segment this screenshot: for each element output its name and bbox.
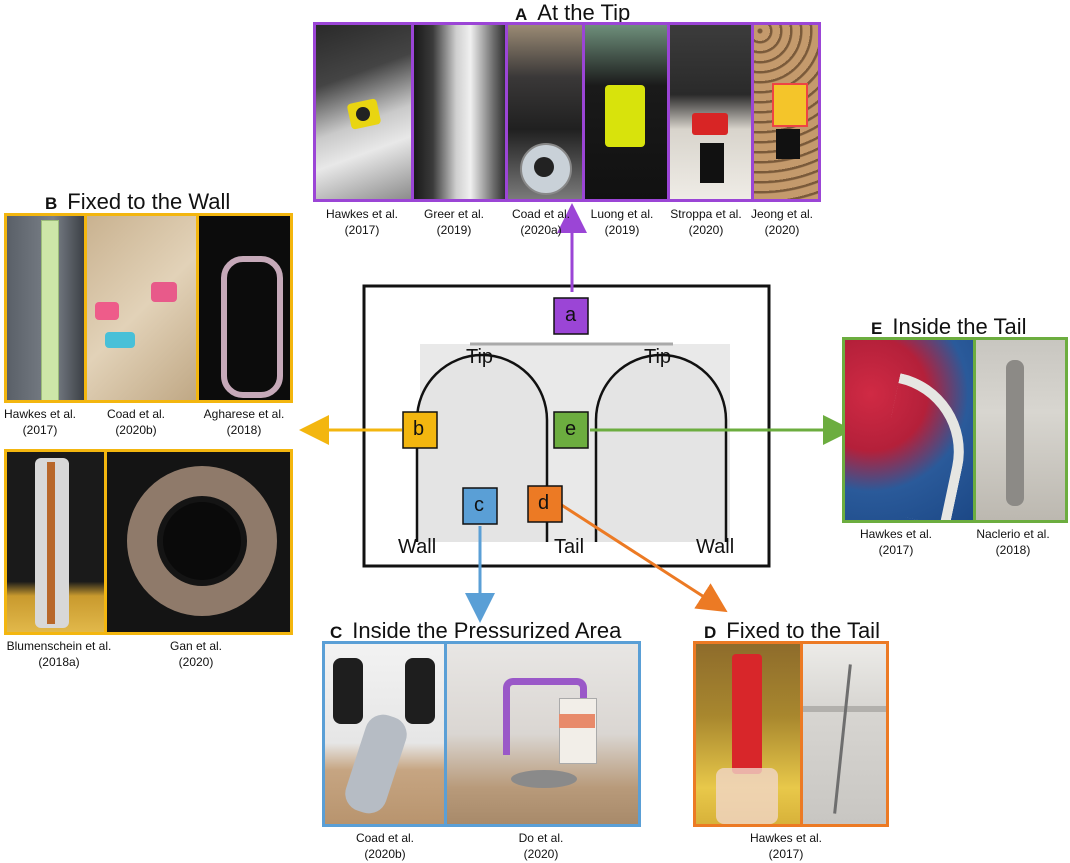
photo-b4	[7, 452, 104, 632]
panel-c-photos	[322, 641, 641, 827]
photo-d2	[800, 644, 886, 824]
marker-e-label: e	[565, 418, 577, 440]
panel-d-title-text: Fixed to the Tail	[726, 618, 880, 643]
wall-left-label: Wall	[398, 536, 437, 558]
caption-a5: Stroppa et al.(2020)	[670, 207, 742, 237]
left-arch	[415, 353, 549, 542]
caption-e2: Naclerio et al.(2018)	[976, 527, 1050, 557]
panel-b-title-text: Fixed to the Wall	[67, 189, 231, 214]
caption-b1: Hawkes et al.(2017)	[3, 407, 77, 437]
photo-b3	[196, 216, 290, 400]
right-arch	[594, 353, 728, 542]
panel-b-photos-bottom	[4, 449, 293, 635]
photo-a5	[667, 25, 754, 199]
caption-a4: Luong et al.(2019)	[590, 207, 654, 237]
marker-c	[462, 487, 498, 525]
photo-a6	[751, 25, 818, 199]
marker-a-label: a	[565, 304, 577, 326]
panel-e-title: E Inside the Tail	[871, 314, 1026, 340]
caption-a3: Coad et al.(2020a)	[511, 207, 571, 237]
marker-c-label: c	[474, 494, 484, 516]
marker-a	[553, 297, 589, 335]
panel-b-title: B Fixed to the Wall	[45, 189, 230, 215]
caption-e1: Hawkes et al.(2017)	[859, 527, 933, 557]
panel-c-letter: C	[330, 623, 343, 642]
caption-a2: Greer et al.(2019)	[423, 207, 485, 237]
photo-b1	[7, 216, 84, 400]
photo-e2	[973, 340, 1065, 520]
marker-d	[527, 485, 563, 523]
photo-d1	[696, 644, 800, 824]
panel-c-title: C Inside the Pressurized Area	[330, 618, 621, 644]
panel-e-title-text: Inside the Tail	[892, 314, 1027, 339]
panel-b-photos-top	[4, 213, 293, 403]
photo-c2	[444, 644, 638, 824]
photo-a2	[411, 25, 508, 199]
caption-b5: Gan et al.(2020)	[169, 639, 223, 669]
caption-c2: Do et al.(2020)	[518, 831, 564, 861]
caption-a1: Hawkes et al.(2017)	[325, 207, 399, 237]
caption-b3: Agharese et al.(2018)	[203, 407, 285, 437]
panel-a-letter: A	[515, 5, 528, 24]
photo-b2	[84, 216, 199, 400]
caption-b4: Blumenschein et al.(2018a)	[6, 639, 112, 669]
caption-b2: Coad et al.(2020b)	[106, 407, 166, 437]
marker-e	[553, 411, 589, 449]
panel-a-title: A At the Tip	[515, 0, 630, 26]
marker-b	[402, 411, 438, 449]
panel-e-photos	[842, 337, 1068, 523]
caption-c1: Coad et al.(2020b)	[355, 831, 415, 861]
photo-c1	[325, 644, 444, 824]
tail-label: Tail	[554, 536, 585, 558]
marker-b-label: b	[413, 418, 425, 440]
tip-left-label: Tip	[466, 346, 494, 368]
caption-a6: Jeong et al.(2020)	[750, 207, 814, 237]
arrow-d	[559, 502, 728, 613]
panel-c-title-text: Inside the Pressurized Area	[352, 618, 622, 643]
caption-d1: Hawkes et al.(2017)	[749, 831, 823, 861]
wall-right-label: Wall	[696, 536, 735, 558]
panel-d-letter: D	[704, 623, 717, 642]
tip-right-label: Tip	[644, 346, 672, 368]
panel-a-photos	[313, 22, 821, 202]
panel-d-photos	[693, 641, 889, 827]
panel-d-title: D Fixed to the Tail	[704, 618, 880, 644]
photo-a1	[316, 25, 411, 199]
panel-b-letter: B	[45, 194, 58, 213]
photo-e1	[845, 340, 973, 520]
photo-a3	[505, 25, 585, 199]
panel-a-title-text: At the Tip	[537, 0, 631, 25]
panel-e-letter: E	[871, 319, 883, 338]
marker-d-label: d	[538, 492, 550, 514]
photo-b5	[104, 452, 290, 632]
photo-a4	[582, 25, 670, 199]
